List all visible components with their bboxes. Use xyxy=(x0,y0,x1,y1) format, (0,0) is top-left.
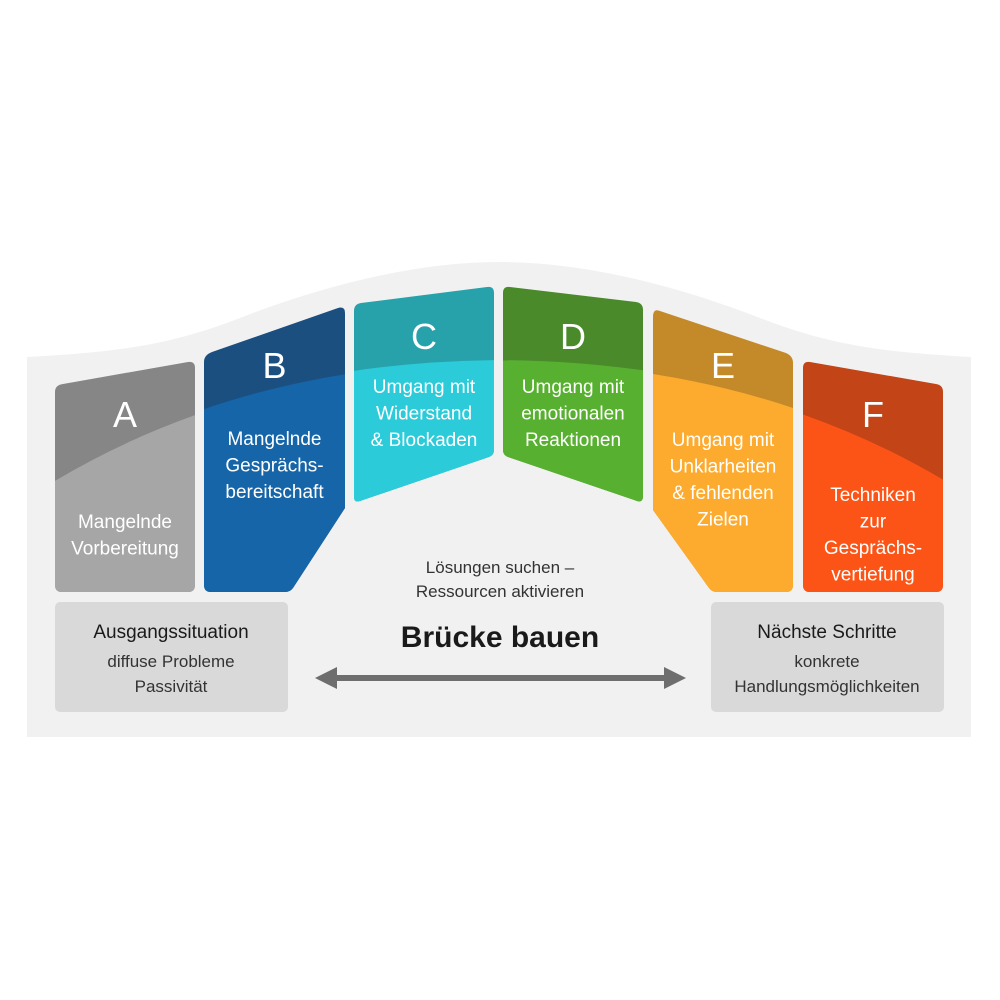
card-label-line: emotionalen xyxy=(521,404,625,425)
next-steps-line: Handlungsmöglichkeiten xyxy=(734,677,919,696)
card-label-line: Mangelnde xyxy=(227,429,321,450)
card-letter: B xyxy=(262,345,286,386)
center-subtitle: Lösungen suchen – xyxy=(426,558,575,577)
card-label-line: bereitschaft xyxy=(225,482,324,503)
starting-situation-box xyxy=(55,602,288,712)
next-steps-title: Nächste Schritte xyxy=(757,622,896,643)
card-label-line: & Blockaden xyxy=(371,430,478,451)
card-body-fill xyxy=(653,372,793,592)
card-label-line: Reaktionen xyxy=(525,430,621,451)
card-label-line: Techniken xyxy=(830,485,916,506)
card-letter: C xyxy=(411,316,437,357)
card-a xyxy=(55,361,195,592)
card-f xyxy=(803,361,943,592)
starting-situation-line: diffuse Probleme xyxy=(107,652,234,671)
card-label-line: Gesprächs- xyxy=(824,538,922,559)
card-b xyxy=(204,307,345,592)
card-label-line: zur xyxy=(860,512,887,533)
card-label-line: Gesprächs- xyxy=(225,456,323,477)
card-label-line: Mangelnde xyxy=(78,512,172,533)
card-label-line: Zielen xyxy=(697,510,749,531)
card-label-line: & fehlenden xyxy=(672,483,773,504)
card-label-line: Unklarheiten xyxy=(670,457,777,478)
starting-situation-title: Ausgangssituation xyxy=(93,622,248,643)
next-steps-box xyxy=(711,602,944,712)
card-label-line: vertiefung xyxy=(831,565,914,586)
center-title: Brücke bauen xyxy=(401,621,599,654)
card-label-line: Umgang mit xyxy=(522,377,625,398)
card-label-line: Umgang mit xyxy=(672,430,775,451)
card-letter: E xyxy=(711,345,735,386)
card-body-fill xyxy=(204,372,345,592)
card-letter: D xyxy=(560,316,586,357)
card-letter: A xyxy=(113,394,137,435)
center-subtitle: Ressourcen aktivieren xyxy=(416,582,584,601)
card-letter: F xyxy=(862,394,884,435)
card-e xyxy=(653,310,793,592)
next-steps-line: konkrete xyxy=(794,652,859,671)
card-label-line: Vorbereitung xyxy=(71,539,179,560)
starting-situation-line: Passivität xyxy=(135,677,208,696)
card-label-line: Widerstand xyxy=(376,404,472,425)
double-arrow-icon xyxy=(315,667,686,689)
card-label-line: Umgang mit xyxy=(373,377,476,398)
